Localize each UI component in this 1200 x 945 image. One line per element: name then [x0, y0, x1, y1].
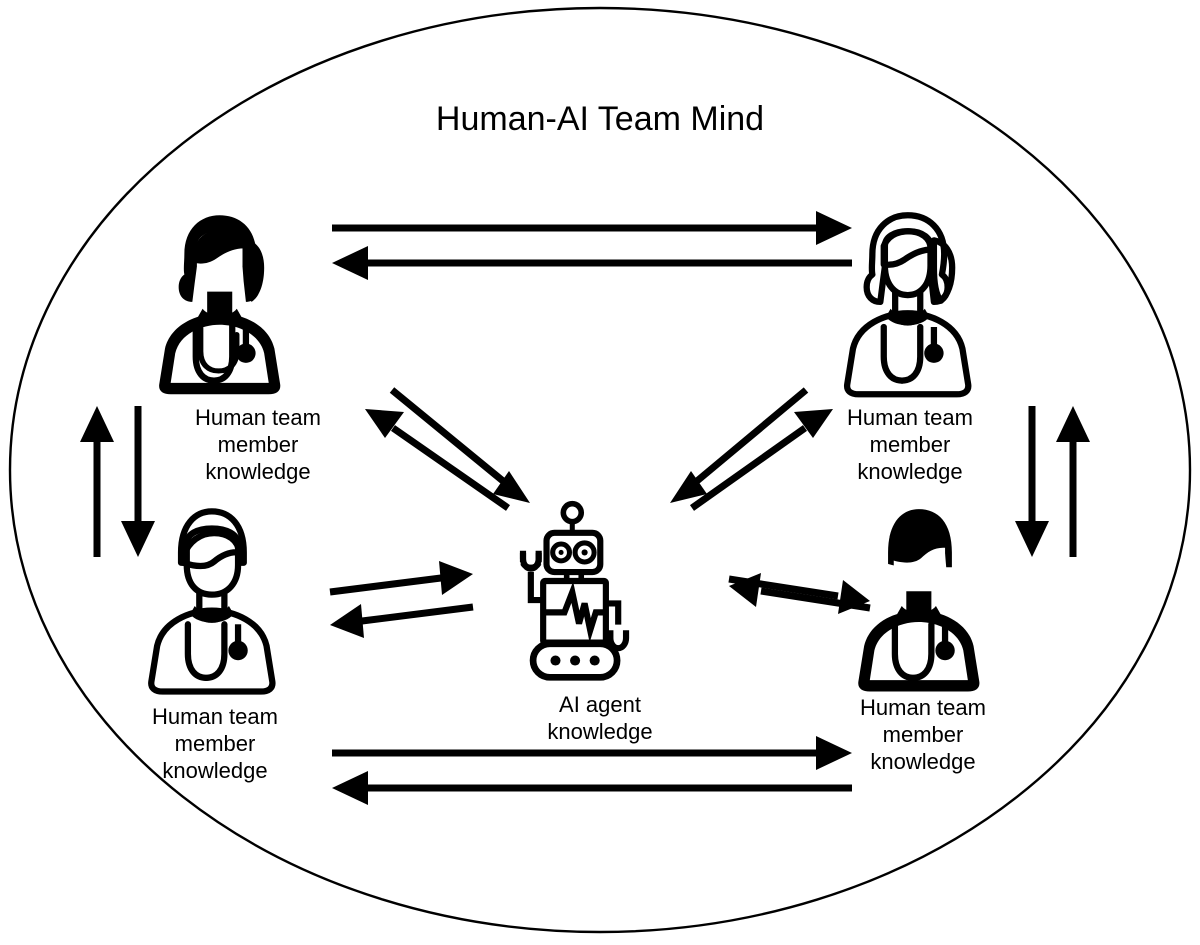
- arrow-bottomleft-to-center: [329, 561, 473, 596]
- connection-bottom-pair: [332, 736, 852, 805]
- arrow-topleft-to-center: [389, 387, 530, 503]
- node-human-bottom-right[interactable]: Human team member knowledge: [858, 509, 986, 774]
- node-label-line2: member: [870, 432, 951, 457]
- node-label-line3: knowledge: [857, 459, 962, 484]
- node-label-line2: member: [175, 731, 256, 756]
- node-label-line1: AI agent: [559, 692, 641, 717]
- node-label-line2: knowledge: [547, 719, 652, 744]
- node-label-line2: member: [883, 722, 964, 747]
- node-human-bottom-left[interactable]: Human team member knowledge: [151, 511, 278, 783]
- arrow-topright-to-center: [670, 387, 809, 503]
- node-label-line3: knowledge: [162, 758, 267, 783]
- node-label-line1: Human team: [847, 405, 973, 430]
- node-label-line1: Human team: [195, 405, 321, 430]
- connection-top-pair: [332, 211, 852, 280]
- arrow-top-leftward: [332, 246, 852, 280]
- connection-topleft-center-pair: [365, 387, 530, 511]
- connection-bottomleft-center-pair: [329, 561, 474, 638]
- connection-right-pair: [1015, 406, 1090, 557]
- node-label-line1: Human team: [860, 695, 986, 720]
- arrow-right-upward: [1056, 406, 1090, 557]
- arrow-center-to-bottomleft: [330, 603, 474, 638]
- arrow-bottom-leftward: [332, 771, 852, 805]
- connection-topright-center-pair: [670, 387, 833, 511]
- node-label-line2: member: [218, 432, 299, 457]
- node-label-line1: Human team: [152, 704, 278, 729]
- arrow-bottomright-to-center: [729, 573, 871, 612]
- arrow-top-rightward: [332, 211, 852, 245]
- team-mind-boundary: [8, 6, 1192, 934]
- diagram-title: Human-AI Team Mind: [436, 100, 764, 138]
- node-label-line3: knowledge: [205, 459, 310, 484]
- node-ai-agent-center[interactable]: AI agent knowledge: [523, 504, 653, 744]
- connection-left-pair: [80, 406, 155, 557]
- node-human-top-right[interactable]: Human team member knowledge: [847, 215, 973, 484]
- arrow-left-upward: [80, 406, 114, 557]
- connection-bottomright-center-pair: [728, 573, 871, 614]
- node-human-top-left[interactable]: Human team member knowledge: [159, 215, 321, 484]
- node-label-line3: knowledge: [870, 749, 975, 774]
- arrow-left-downward: [121, 406, 155, 557]
- arrow-bottom-rightward: [332, 736, 852, 770]
- arrow-center-to-topleft: [365, 409, 510, 511]
- arrow-center-to-topright: [689, 409, 833, 511]
- arrow-right-downward: [1015, 406, 1049, 557]
